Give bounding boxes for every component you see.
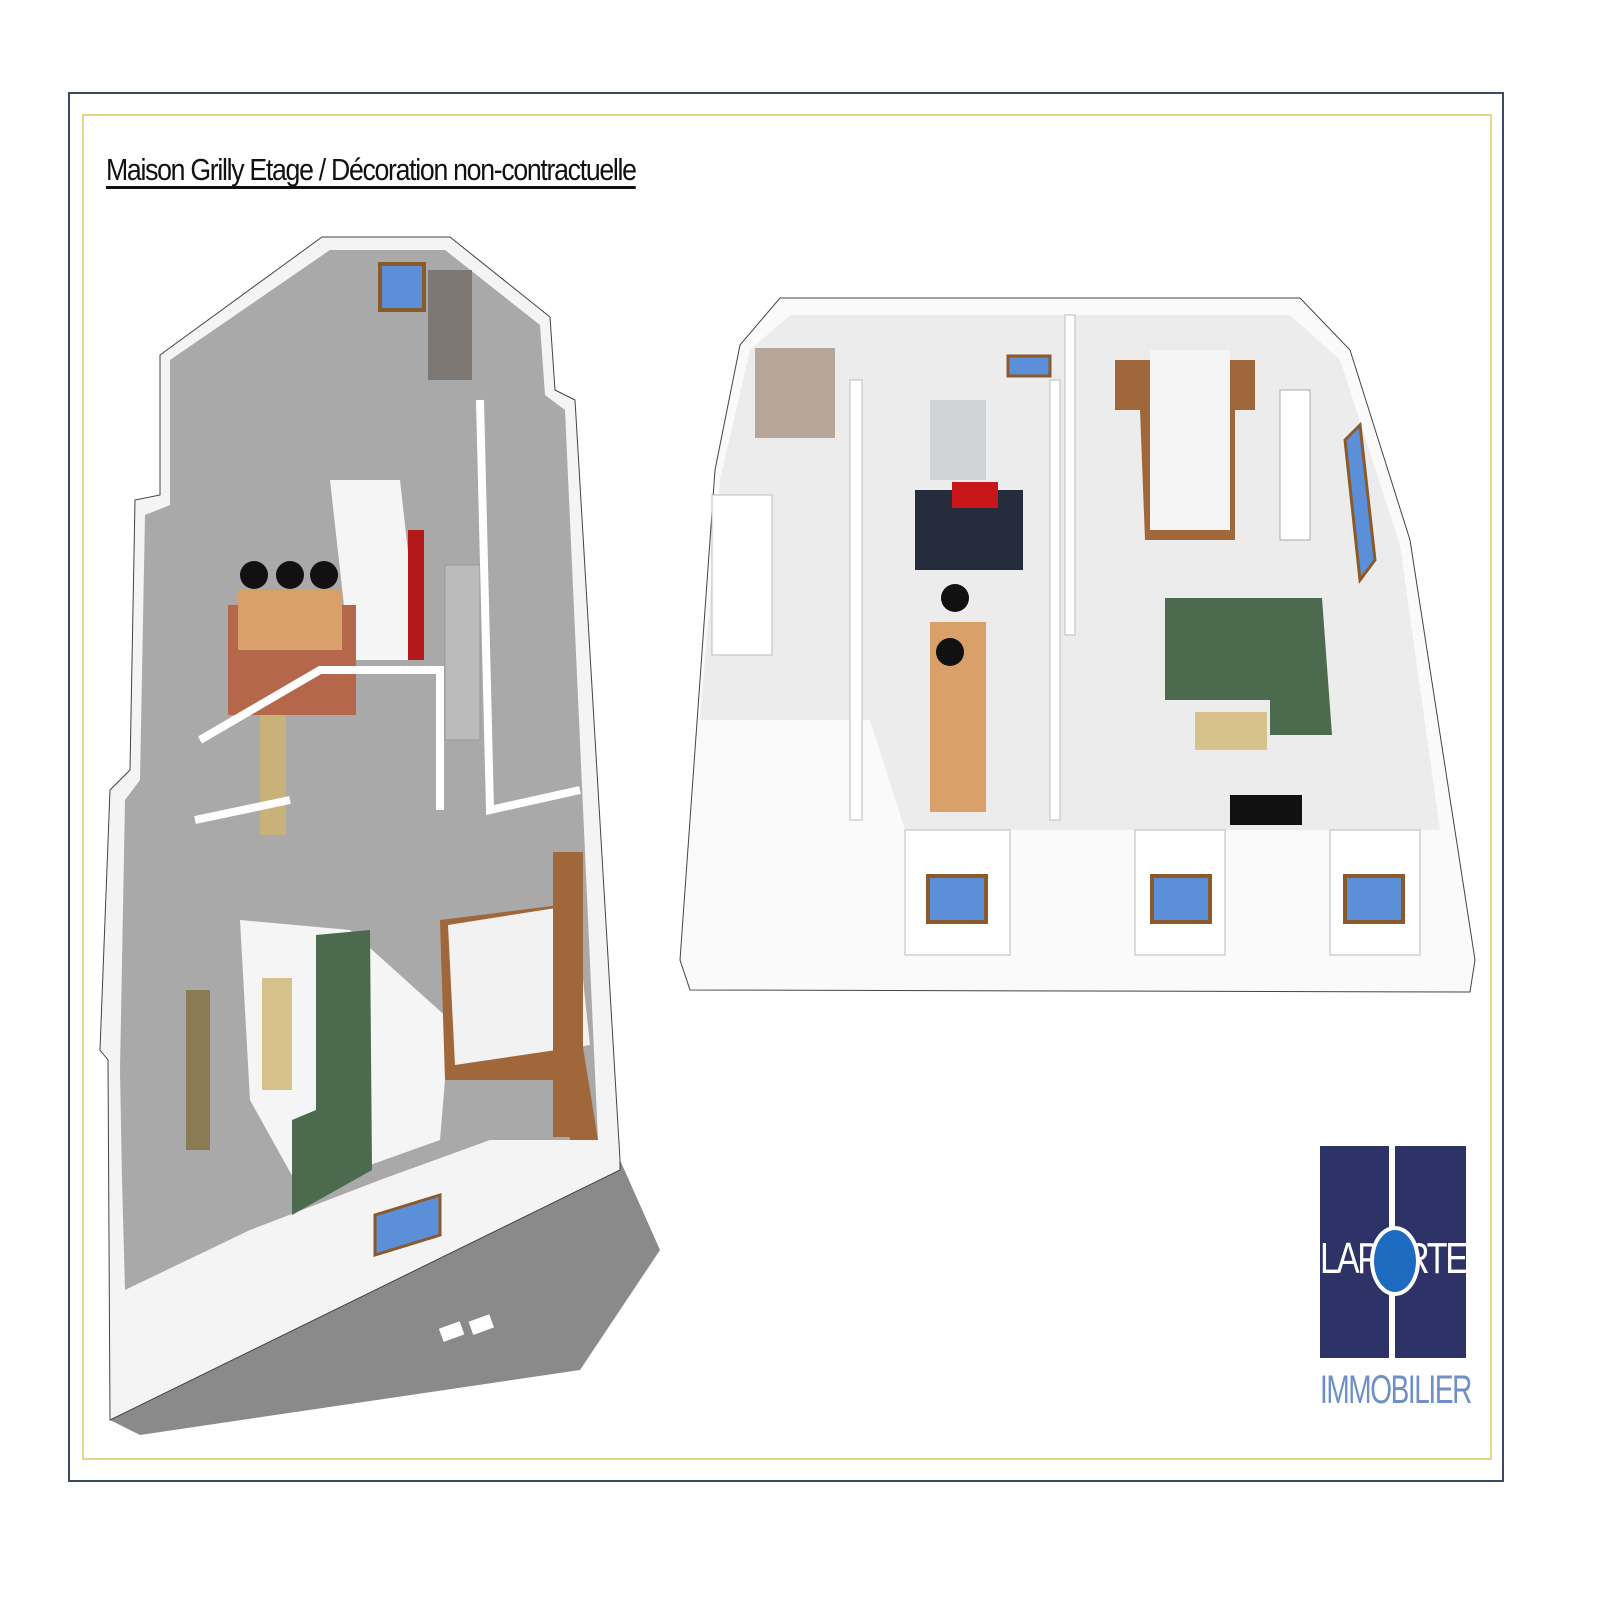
skylight bbox=[438, 1321, 465, 1342]
interior-wall bbox=[1064, 314, 1076, 636]
sofa bbox=[292, 930, 372, 1215]
pendant-lamp bbox=[310, 561, 338, 589]
red-shelf bbox=[408, 530, 424, 660]
window bbox=[926, 874, 988, 924]
inner-frame bbox=[82, 114, 1492, 1460]
stairs bbox=[444, 564, 481, 741]
rug bbox=[1230, 795, 1302, 825]
left-plan-shadow bbox=[110, 400, 660, 1435]
outer-frame bbox=[68, 92, 1504, 1482]
window bbox=[1150, 874, 1212, 924]
interior-wall bbox=[476, 399, 581, 815]
laporte-logo: LAP RTE IMMOBILIER bbox=[1320, 1146, 1472, 1412]
window bbox=[1343, 874, 1405, 924]
headboard bbox=[553, 852, 583, 1137]
left-floor-plan bbox=[99, 236, 660, 1435]
coffee-table bbox=[1195, 712, 1267, 750]
pendant-lamp bbox=[936, 638, 964, 666]
dining-table bbox=[238, 590, 342, 650]
interior-wall bbox=[1049, 379, 1061, 821]
window bbox=[1006, 354, 1052, 378]
closet bbox=[711, 494, 773, 656]
sideboard bbox=[1279, 389, 1311, 541]
logo-subtitle: IMMOBILIER bbox=[1320, 1368, 1472, 1412]
bathroom-floor bbox=[428, 270, 472, 380]
sofa bbox=[1165, 598, 1332, 735]
red-decor bbox=[952, 482, 998, 508]
interior-wall bbox=[197, 666, 444, 810]
skylight bbox=[468, 1314, 495, 1335]
page-title: Maison Grilly Etage / Décoration non-con… bbox=[106, 152, 637, 187]
coffee-table bbox=[262, 978, 292, 1090]
bed bbox=[1150, 350, 1230, 530]
side-cabinet bbox=[186, 990, 210, 1150]
pendant-lamp bbox=[941, 584, 969, 612]
window bbox=[378, 262, 426, 312]
wardrobe bbox=[930, 400, 986, 480]
logo-o-circle bbox=[1370, 1226, 1420, 1296]
cabinet bbox=[260, 715, 286, 835]
pendant-lamp bbox=[240, 561, 268, 589]
right-floor-plan bbox=[679, 297, 1476, 993]
bathroom-floor bbox=[755, 348, 835, 438]
window bbox=[1343, 421, 1377, 584]
pendant-lamp bbox=[276, 561, 304, 589]
interior-wall bbox=[194, 796, 291, 824]
window bbox=[373, 1192, 442, 1258]
interior-wall bbox=[849, 379, 863, 821]
